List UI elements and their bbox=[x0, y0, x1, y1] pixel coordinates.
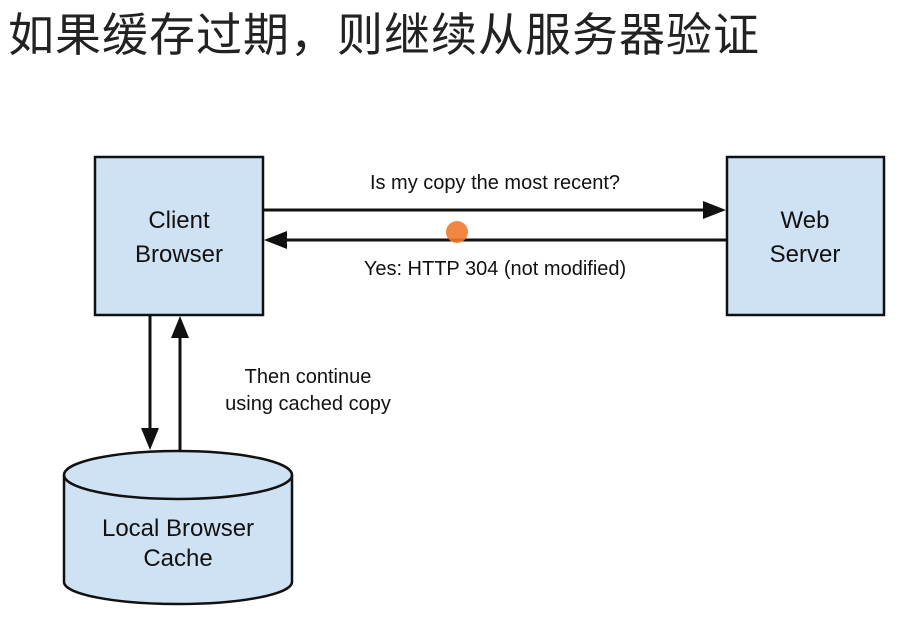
cache-label-line1: Then continue bbox=[245, 366, 372, 388]
local-cache-node: Local Browser Cache bbox=[62, 449, 294, 606]
client-browser-label-line1: Client bbox=[148, 207, 210, 234]
web-server-label-line1: Web bbox=[781, 207, 830, 234]
cache-to-client-head bbox=[171, 316, 189, 338]
client-to-cache-arrow bbox=[141, 315, 159, 450]
request-label: Is my copy the most recent? bbox=[370, 172, 620, 194]
cursor-highlight-dot bbox=[446, 221, 468, 243]
response-label: Yes: HTTP 304 (not modified) bbox=[364, 258, 626, 280]
cache-label-line2: using cached copy bbox=[225, 393, 391, 415]
cache-cylinder-top bbox=[62, 449, 294, 501]
web-server-label-line2: Server bbox=[770, 241, 841, 268]
client-browser-node: Client Browser bbox=[93, 155, 265, 317]
page-title: 如果缓存过期，则继续从服务器验证 bbox=[8, 8, 760, 62]
client-to-cache-head bbox=[141, 428, 159, 450]
response-arrow-head bbox=[264, 231, 287, 249]
cache-cylinder-body bbox=[62, 475, 294, 606]
request-arrow: Is my copy the most recent? bbox=[263, 172, 726, 219]
web-server-node: Web Server bbox=[725, 155, 886, 317]
request-arrow-head bbox=[703, 201, 726, 219]
web-server-box bbox=[725, 155, 886, 317]
client-browser-label-line2: Browser bbox=[135, 241, 223, 268]
response-arrow: Yes: HTTP 304 (not modified) bbox=[264, 231, 726, 280]
cache-to-client-arrow bbox=[171, 316, 189, 450]
cache-label-name-line2: Cache bbox=[143, 545, 212, 572]
cache-label-name-line1: Local Browser bbox=[102, 515, 254, 542]
client-browser-box bbox=[93, 155, 265, 317]
